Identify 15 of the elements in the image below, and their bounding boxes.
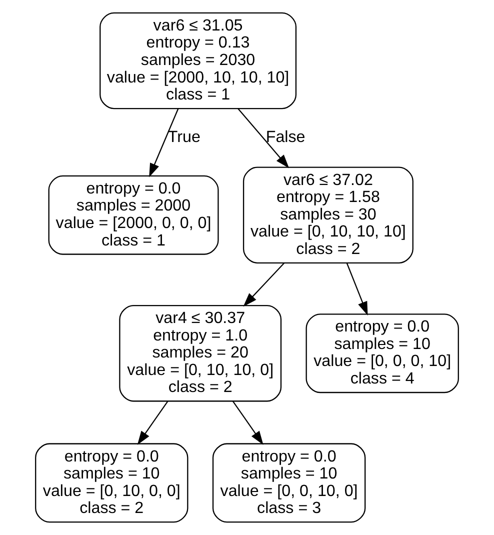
edge-label: True bbox=[168, 128, 200, 146]
node-box: entropy = 0.0 samples = 2000 value = [2000, 0, 0, 0] class = 1 bbox=[48, 175, 219, 255]
node-box: entropy = 0.0 samples = 10 value = [0, 0, 10, 0] class = 3 bbox=[212, 443, 366, 523]
node-box: var6 ≤ 37.02 entropy = 1.58 samples = 30 value = [0, 10, 10, 10] class = 2 bbox=[242, 166, 414, 264]
arrow bbox=[149, 108, 179, 178]
node-box: entropy = 0.0 samples = 10 value = [0, 10, 0, 0] class = 2 bbox=[35, 443, 188, 523]
arrow bbox=[346, 262, 368, 316]
arrow bbox=[243, 262, 285, 307]
node-box: var4 ≤ 30.37 entropy = 1.0 samples = 20 value = [0, 10, 10, 0] class = 2 bbox=[119, 304, 282, 402]
arrow bbox=[232, 400, 264, 445]
node-box: var6 ≤ 31.05 entropy = 0.13 samples = 2030 value = [2000, 10, 10, 10] class = 1 bbox=[100, 12, 297, 110]
arrow bbox=[137, 400, 168, 445]
node-box: entropy = 0.0 samples = 10 value = [0, 0, 0, 10] class = 4 bbox=[306, 314, 459, 394]
edge-label: False bbox=[266, 128, 306, 146]
arrow bbox=[238, 108, 290, 168]
